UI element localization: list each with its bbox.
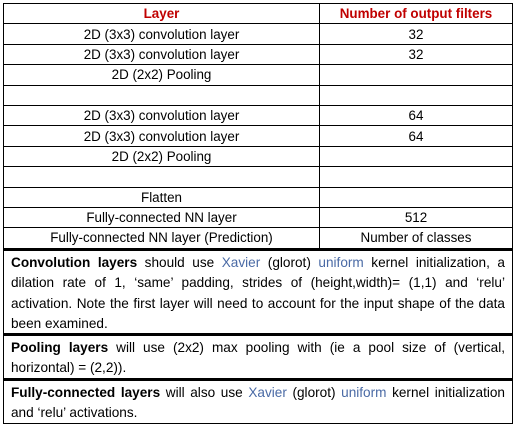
layer-cell: 2D (2x2) Pooling: [3, 145, 320, 168]
filters-cell: 512: [319, 206, 513, 229]
note-conv-title: Convolution layers: [11, 254, 138, 270]
note-fc-xavier: Xavier: [248, 384, 287, 400]
layer-cell: 2D (2x2) Pooling: [3, 64, 320, 86]
note-fc-uniform: uniform: [341, 384, 387, 400]
filters-cell: Number of classes: [319, 227, 513, 249]
filters-cell: 64: [319, 104, 513, 127]
layer-cell: 2D (3x3) convolution layer: [3, 43, 320, 66]
note-fully-connected: Fully-connected layers will also use Xav…: [3, 378, 513, 424]
filters-cell: [319, 166, 513, 188]
layer-cell: 2D (3x3) convolution layer: [3, 125, 320, 147]
note-fc-text-2: (glorot): [286, 384, 342, 400]
note-fc-text-3: kernel initialization and ‘relu’ activat…: [11, 384, 505, 421]
filters-cell: [319, 64, 513, 86]
layer-cell: 2D (3x3) convolution layer: [3, 23, 320, 45]
layer-cell: 2D (3x3) convolution layer: [3, 104, 320, 127]
note-conv-text-1: should use: [137, 254, 222, 270]
layer-table: Layer Number of output filters 2D (3x3) …: [3, 2, 513, 249]
table-row: 2D (2x2) Pooling: [3, 145, 513, 168]
note-convolution: Convolution layers should use Xavier (gl…: [3, 248, 513, 334]
filters-cell: [319, 186, 513, 208]
filters-cell: 32: [319, 23, 513, 45]
note-pool-title: Pooling layers: [11, 339, 109, 355]
layer-spec-document: Layer Number of output filters 2D (3x3) …: [3, 2, 513, 424]
note-conv-xavier: Xavier: [221, 254, 261, 270]
filters-cell: [319, 84, 513, 106]
table-row: Flatten: [3, 186, 513, 208]
layer-cell: Fully-connected NN layer: [3, 206, 320, 229]
filters-cell: 64: [319, 125, 513, 147]
table-header-row: Layer Number of output filters: [3, 2, 513, 25]
note-pooling: Pooling layers will use (2x2) max poolin…: [3, 333, 513, 379]
note-conv-uniform: uniform: [318, 254, 364, 270]
filters-cell: 32: [319, 43, 513, 66]
layer-cell: Flatten: [3, 186, 320, 208]
note-conv-text-2: (glorot): [260, 254, 319, 270]
filters-cell: [319, 145, 513, 168]
table-row: [3, 84, 513, 106]
table-row: 2D (2x2) Pooling: [3, 64, 513, 86]
table-row: Fully-connected NN layer (Prediction)Num…: [3, 227, 513, 249]
header-output-filters: Number of output filters: [319, 2, 513, 25]
layer-cell: [3, 84, 320, 106]
layer-cell: [3, 166, 320, 188]
note-conv-text-3: kernel initialization, a dilation rate o…: [11, 254, 505, 331]
layer-cell: Fully-connected NN layer (Prediction): [3, 227, 320, 249]
header-layer: Layer: [3, 2, 320, 25]
note-fc-text-1: will also use: [160, 384, 249, 400]
note-fc-title: Fully-connected layers: [11, 384, 161, 400]
note-pool-text: will use (2x2) max pooling with (ie a po…: [11, 339, 505, 376]
table-row: [3, 166, 513, 188]
